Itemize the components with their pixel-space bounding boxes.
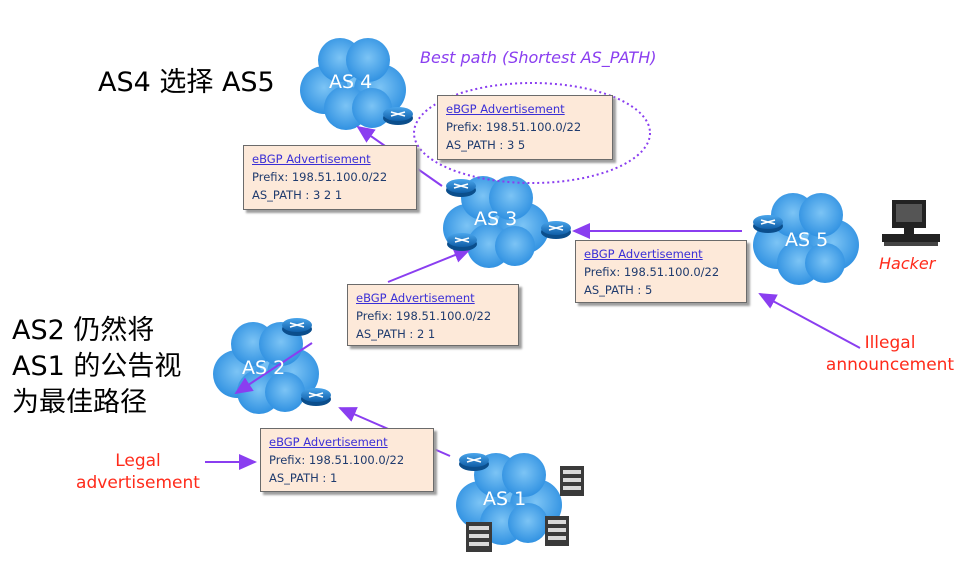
router-icons — [282, 107, 783, 471]
adv-box-321-path: eBGP Advertisement Prefix: 198.51.100.0/… — [243, 145, 417, 210]
adv-title: eBGP Advertisement — [446, 102, 565, 116]
as4-choice-text: AS4 选择 AS5 — [98, 67, 275, 98]
adv-prefix: Prefix: 198.51.100.0/22 — [584, 265, 720, 279]
adv-as-path: AS_PATH : 2 1 — [356, 327, 436, 341]
adv-box-hacker: eBGP Advertisement Prefix: 198.51.100.0/… — [575, 240, 747, 303]
legal-line1: Legal — [115, 451, 161, 471]
arrow-illegal — [758, 293, 861, 349]
legal-label: Legal advertisement — [68, 450, 208, 494]
adv-prefix: Prefix: 198.51.100.0/22 — [356, 309, 492, 323]
adv-box-legal: eBGP Advertisement Prefix: 198.51.100.0/… — [260, 428, 434, 492]
server-icons — [466, 466, 584, 552]
adv-as-path: AS_PATH : 5 — [584, 283, 653, 297]
adv-prefix: Prefix: 198.51.100.0/22 — [252, 170, 388, 184]
illegal-line1: Illegal — [864, 333, 916, 353]
adv-title: eBGP Advertisement — [584, 247, 703, 261]
best-path-label: Best path (Shortest AS_PATH) — [420, 48, 657, 67]
as1-label: AS 1 — [483, 488, 527, 510]
adv-prefix: Prefix: 198.51.100.0/22 — [269, 453, 405, 467]
legal-line2: advertisement — [76, 473, 200, 493]
computer-icon — [882, 200, 940, 246]
adv-title: eBGP Advertisement — [269, 435, 388, 449]
best-path-ellipse — [413, 82, 651, 184]
adv-as-path: AS_PATH : 1 — [269, 471, 338, 485]
as2-note-line1: AS2 仍然将 — [12, 315, 155, 346]
arrow-ad-to-as2 — [234, 342, 313, 395]
adv-as-path: AS_PATH : 3 2 1 — [252, 188, 343, 202]
adv-title: eBGP Advertisement — [252, 152, 371, 166]
adv-title: eBGP Advertisement — [356, 291, 475, 305]
as2-note-line2: AS1 的公告视 — [12, 351, 182, 382]
illegal-line2: announcement — [825, 355, 955, 375]
illegal-label: Illegal announcement — [820, 332, 960, 376]
adv-box-as5-path: eBGP Advertisement Prefix: 198.51.100.0/… — [437, 95, 613, 160]
arrow-as2-to-as3 — [387, 247, 472, 283]
hacker-label: Hacker — [879, 254, 936, 273]
adv-prefix: Prefix: 198.51.100.0/22 — [446, 120, 582, 134]
as2-note-line3: 为最佳路径 — [12, 387, 147, 418]
as4-label: AS 4 — [329, 71, 373, 93]
adv-box-21-path: eBGP Advertisement Prefix: 198.51.100.0/… — [347, 284, 519, 346]
as2-label: AS 2 — [242, 357, 286, 379]
as5-label: AS 5 — [785, 229, 829, 251]
adv-as-path: AS_PATH : 3 5 — [446, 138, 526, 152]
as3-label: AS 3 — [474, 208, 518, 230]
